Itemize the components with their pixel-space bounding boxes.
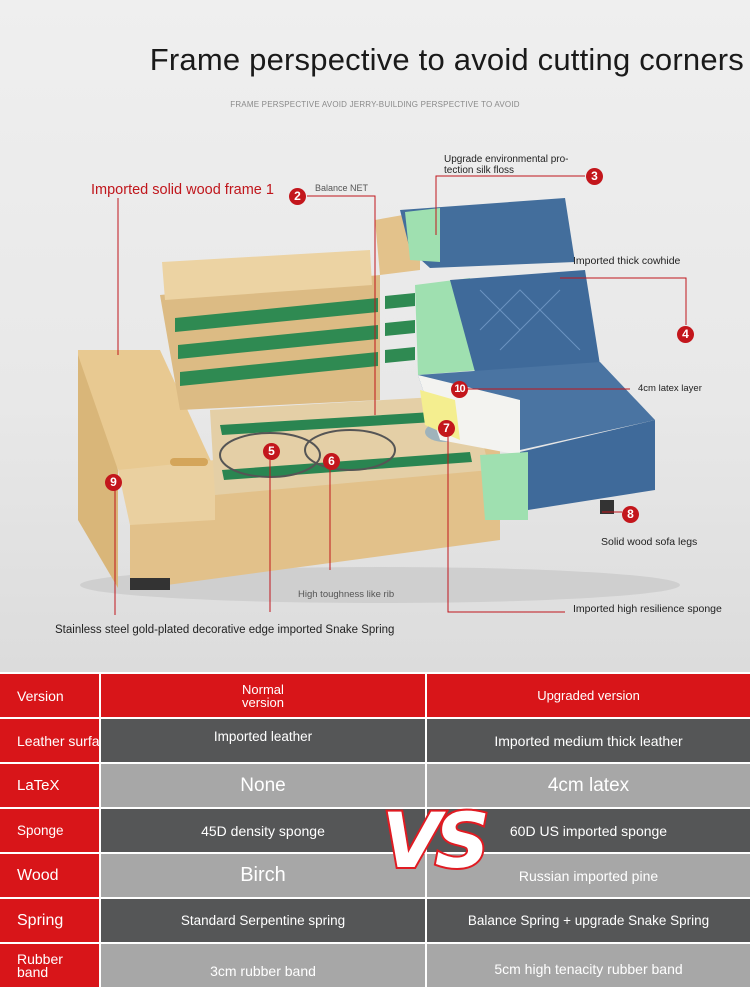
badge-3: 3 [586,168,603,185]
badge-9: 9 [105,474,122,491]
row-label: Spring [0,899,99,942]
table-row: Rubber band 3cm rubber band 5cm high ten… [0,944,750,989]
spring-slats [175,293,415,386]
header-normal: Normal version [101,674,425,717]
badge-8: 8 [622,506,639,523]
headrest-silk [405,208,440,262]
badge-7: 7 [438,420,455,437]
table-row: LaTeX None 4cm latex [0,764,750,807]
header-version-label: Version [0,674,99,717]
page-title: Frame perspective to avoid cutting corne… [149,42,744,77]
callout-silk: Upgrade environmental pro-tection silk f… [444,154,569,176]
badge-4: 4 [677,326,694,343]
header-upgraded: Upgraded version [427,674,750,717]
diamond-stitch [479,289,581,351]
table-row: Spring Standard Serpentine spring Balanc… [0,899,750,942]
normal-value: Imported leather [101,719,425,762]
row-label: Leather surface [0,719,114,762]
armrest-front [78,355,118,588]
normal-value: Birch [101,854,425,897]
upgraded-value: Russian imported pine [427,854,750,897]
callout-balance: Balance NET [315,183,369,193]
row-label: Rubber band [0,944,99,987]
callout-legs: Solid wood sofa legs [601,536,698,548]
armrest-inner [118,460,215,525]
seat-front [520,420,655,510]
frame-leg [130,578,170,590]
snake-spring-2 [304,429,396,471]
callout-frame: Imported solid wood frame 1 [91,182,274,198]
badge-6: 6 [323,453,340,470]
callout-rib: High toughness like rib [298,589,395,600]
comparison-table: Version Normal version Upgraded version … [0,672,750,1000]
table-row: Wood Birch Russian imported pine [0,854,750,897]
sofa-leg [600,500,614,514]
callout-cowhide: Imported thick cowhide [573,255,681,267]
leader-lines [114,175,687,615]
back-cushion [450,270,600,372]
upgraded-value: 4cm latex [427,764,750,807]
row-label: Sponge [0,809,99,852]
upgraded-value: 60D US imported sponge [427,809,750,852]
row-label: LaTeX [0,764,99,807]
upgraded-value: Balance Spring + upgrade Snake Spring [427,899,750,942]
headrest [400,198,575,268]
gold-edge [170,458,208,466]
badge-2: 2 [289,188,306,205]
table-row: Sponge 45D density sponge 60D US importe… [0,809,750,852]
page-subtitle: FRAME PERSPECTIVE AVOID JERRY-BUILDING P… [230,100,520,109]
sofa-cutaway-illustration [78,175,687,615]
upgraded-value: 5cm high tenacity rubber band [427,944,750,987]
vs-badge: VS [382,796,490,885]
vs-badge-outline: VS [380,794,492,887]
row-label: Wood [0,854,99,897]
normal-value: 3cm rubber band [101,944,425,987]
table-header-row: Version Normal version Upgraded version [0,674,750,717]
normal-value: 45D density sponge [101,809,425,852]
normal-value: Standard Serpentine spring [101,899,425,942]
upgraded-value: Imported medium thick leather [427,719,750,762]
callout-latex: 4cm latex layer [638,383,702,394]
table-row: Leather surface Imported leather Importe… [0,719,750,762]
badge-5: 5 [263,443,280,460]
normal-value: None [101,764,425,807]
badge-10: 10 [451,381,468,398]
product-illustration-area: Frame perspective to avoid cutting corne… [0,0,750,672]
callout-edge: Stainless steel gold-plated decorative e… [55,624,395,636]
base-silk [480,452,528,520]
callout-sponge: Imported high resilience sponge [573,603,722,615]
top-plank [162,250,372,300]
seat-webbing [220,410,472,480]
